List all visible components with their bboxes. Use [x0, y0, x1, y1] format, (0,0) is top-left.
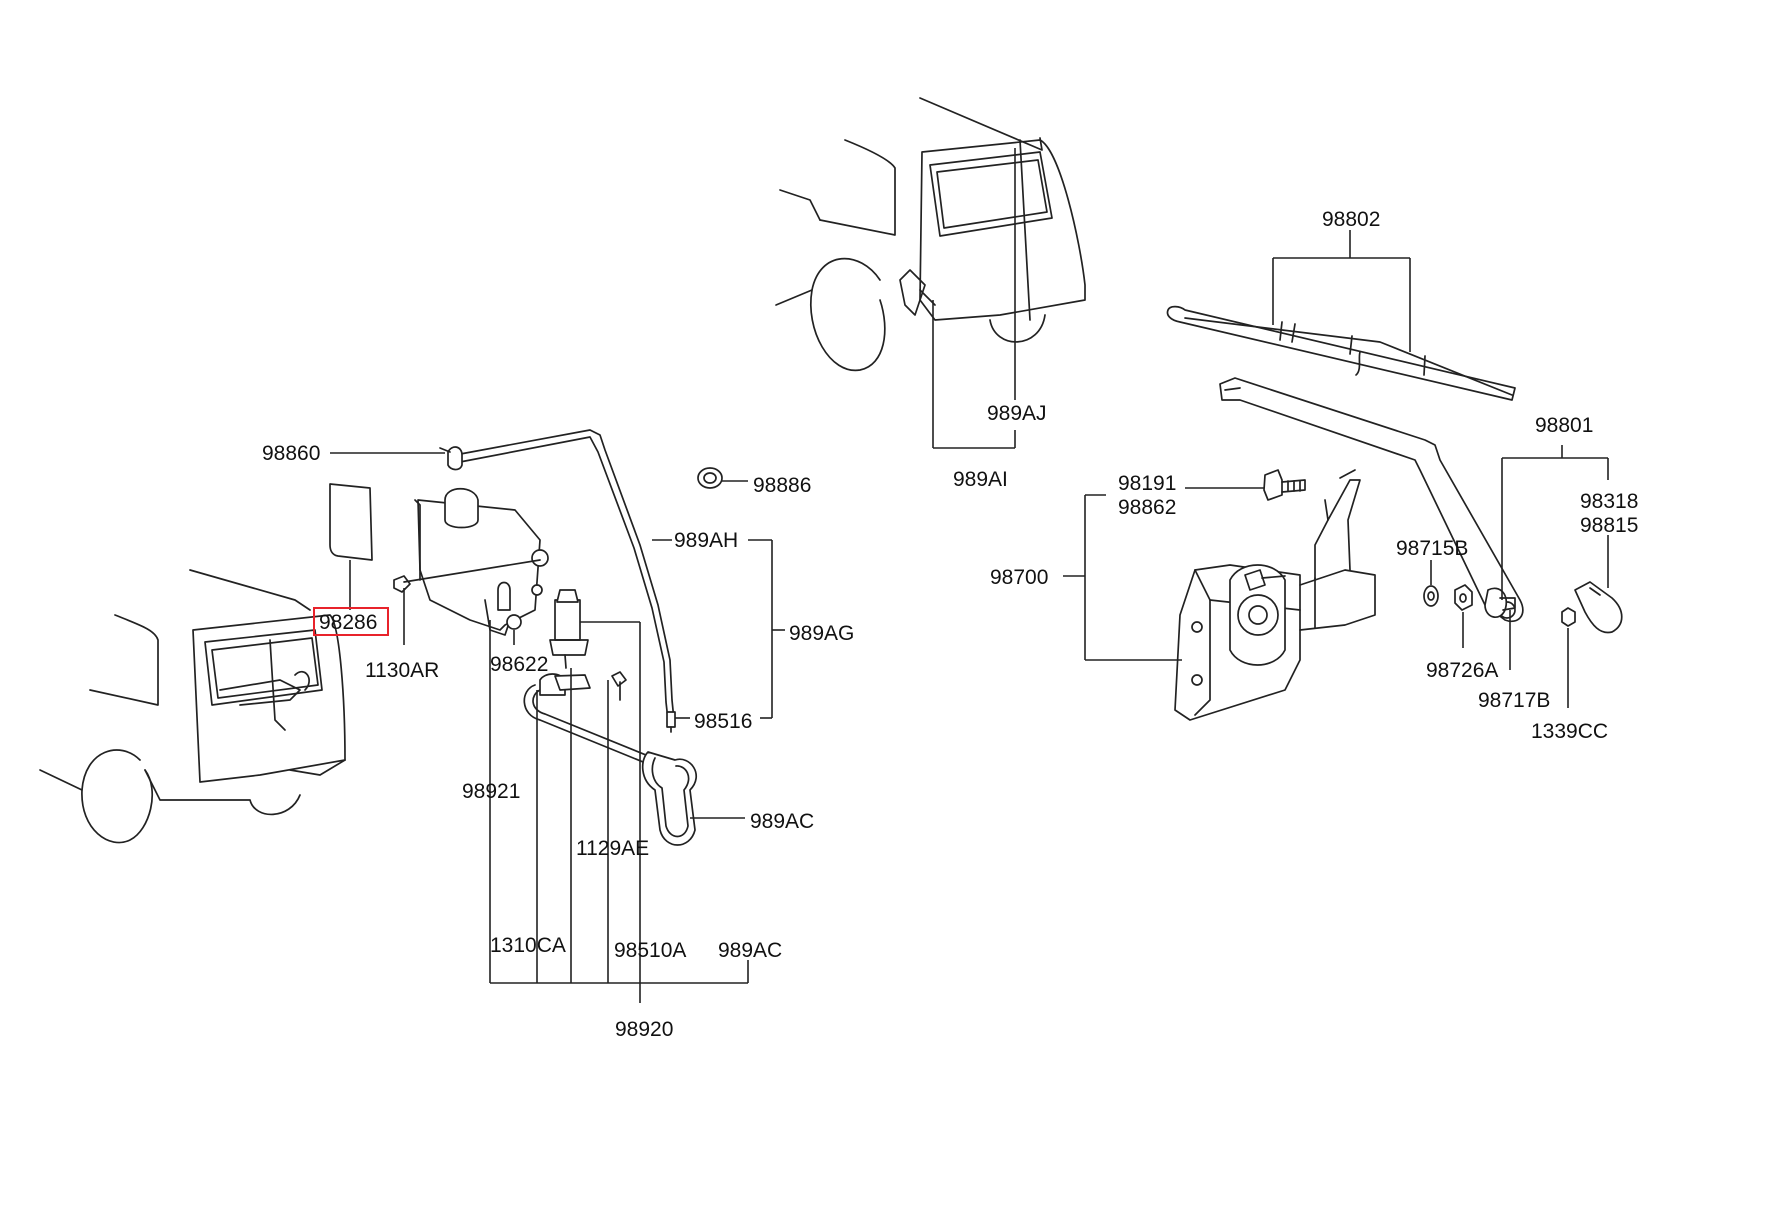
label-989AH[interactable]: 989AH — [674, 529, 738, 552]
label-1339CC[interactable]: 1339CC — [1531, 720, 1608, 743]
label-989AC-lower[interactable]: 989AC — [718, 939, 782, 962]
label-98862[interactable]: 98862 — [1118, 496, 1176, 519]
label-98700[interactable]: 98700 — [990, 566, 1048, 589]
wiper-blade — [1166, 305, 1516, 401]
wiper-cap — [1574, 581, 1623, 634]
motor-bolt — [1263, 469, 1306, 501]
label-1130AR[interactable]: 1130AR — [365, 659, 439, 682]
label-98286[interactable]: 98286 — [319, 611, 377, 634]
label-989AJ[interactable]: 989AJ — [987, 402, 1047, 425]
bolt-1130AR — [393, 559, 541, 593]
cover-98286 — [329, 483, 373, 561]
nuts-washers — [1423, 584, 1576, 627]
grommet-98886 — [697, 467, 723, 489]
label-1310CA[interactable]: 1310CA — [490, 934, 566, 957]
label-98516[interactable]: 98516 — [694, 710, 752, 733]
label-98920[interactable]: 98920 — [615, 1018, 673, 1041]
label-98860[interactable]: 98860 — [262, 442, 320, 465]
label-98801[interactable]: 98801 — [1535, 414, 1593, 437]
washer-pump — [549, 589, 589, 669]
label-989AC-upper[interactable]: 989AC — [750, 810, 814, 833]
vehicle-rear-view-left — [39, 569, 346, 844]
label-98802[interactable]: 98802 — [1322, 208, 1380, 231]
label-98726A[interactable]: 98726A — [1426, 659, 1498, 682]
label-98622[interactable]: 98622 — [490, 653, 548, 676]
leader-lines — [330, 148, 1609, 1003]
part-labels: 98860 98286 1130AR 98622 98886 989AH 989… — [262, 208, 1638, 1041]
vehicle-rear-view-top — [775, 97, 1086, 372]
label-1129AE[interactable]: 1129AE — [576, 837, 649, 860]
label-989AG[interactable]: 989AG — [789, 622, 854, 645]
label-98191[interactable]: 98191 — [1118, 472, 1176, 495]
label-98318[interactable]: 98318 — [1580, 490, 1638, 513]
highlight-box-98286 — [313, 607, 389, 636]
washer-reservoir — [414, 487, 549, 636]
label-98510A[interactable]: 98510A — [614, 939, 686, 962]
wiper-motor — [1174, 469, 1376, 721]
washer-hose — [439, 429, 676, 733]
label-98886[interactable]: 98886 — [753, 474, 811, 497]
label-98715B[interactable]: 98715B — [1396, 537, 1468, 560]
lower-hose — [523, 671, 697, 846]
label-98815[interactable]: 98815 — [1580, 514, 1638, 537]
label-98921[interactable]: 98921 — [462, 780, 520, 803]
label-98717B[interactable]: 98717B — [1478, 689, 1550, 712]
label-989AI[interactable]: 989AI — [953, 468, 1008, 491]
